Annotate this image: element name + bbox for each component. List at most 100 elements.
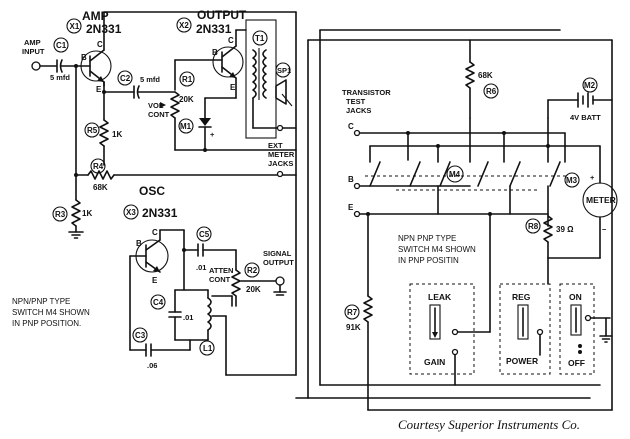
output-stage: X2 OUTPUT 2N331 C2 5 mfd R1 20K VOL CONT… xyxy=(102,8,297,376)
r6-value: 68K xyxy=(478,71,493,80)
junction xyxy=(182,248,186,252)
output-label: OUTPUT xyxy=(197,8,247,22)
jack-b-label: B xyxy=(348,175,354,184)
m2-ref-circle xyxy=(582,77,598,93)
jack-e[interactable] xyxy=(353,210,361,218)
jack-b[interactable] xyxy=(353,182,361,190)
c5-value: .01 xyxy=(196,263,206,272)
c3-value: .06 xyxy=(147,361,157,370)
r1-value: 20K xyxy=(179,95,194,104)
amp-input-label-2: INPUT xyxy=(22,47,45,56)
osc-stage: OSC X3 2N331 B C E C3 .06 C5 .01 xyxy=(123,184,297,376)
sp1-ref: SP1 xyxy=(277,66,291,75)
junction xyxy=(502,131,506,135)
r1-ref: R1 xyxy=(182,75,193,84)
on-off-toggle[interactable] xyxy=(570,304,582,336)
ext-meter-jack-2[interactable] xyxy=(276,170,284,178)
reg-label: REG xyxy=(512,292,531,302)
x3-ref-circle xyxy=(123,204,139,220)
junction xyxy=(546,144,550,148)
test-jacks-label-2: TEST xyxy=(346,97,366,106)
r3-value: 1K xyxy=(82,209,92,218)
reg-power-toggle[interactable] xyxy=(517,304,529,340)
note-inner-line-1: NPN PNP TYPE xyxy=(398,234,456,243)
r5-ref-circle xyxy=(84,122,100,138)
leak-gain-switch-box xyxy=(409,283,475,375)
r2-pot[interactable] xyxy=(231,269,241,297)
on-off-switch-box xyxy=(559,283,595,375)
c4-ref: C4 xyxy=(153,298,164,307)
x3-pin-e: E xyxy=(152,276,158,285)
jack-e-label: E xyxy=(348,203,354,212)
junction xyxy=(436,144,440,148)
c1-value: 5 mfd xyxy=(50,73,70,82)
vol-cont-label-2: CONT xyxy=(148,110,170,119)
r8-ref: R8 xyxy=(528,222,539,231)
jack-c[interactable] xyxy=(353,129,361,137)
r2-ref-circle xyxy=(244,262,260,278)
ext-meter-label-3: JACKS xyxy=(268,159,293,168)
note-left-line-1: NPN/PNP TYPE xyxy=(12,297,70,306)
on-off-contact xyxy=(584,314,592,322)
x3-emitter-arrow xyxy=(153,266,160,272)
r1-wiper-arrow xyxy=(160,102,166,108)
junction xyxy=(74,64,78,68)
x2-ref-circle xyxy=(176,17,192,33)
m1-ref-circle xyxy=(178,118,194,134)
x2-collector-lead xyxy=(221,45,237,58)
leak-label: LEAK xyxy=(428,292,452,302)
r1-ref-circle xyxy=(179,71,195,87)
x3-pin-b: B xyxy=(136,239,142,248)
switch-blade xyxy=(439,161,451,187)
x3-pin-c: C xyxy=(152,228,158,237)
junction xyxy=(406,131,410,135)
r2-ref: R2 xyxy=(247,266,258,275)
vol-cont-label-1: VOL xyxy=(148,101,164,110)
x2-part: 2N331 xyxy=(196,22,232,36)
reg-power-switch-box xyxy=(499,283,551,375)
meter-label: METER xyxy=(586,195,616,205)
off-label: OFF xyxy=(568,358,585,368)
r6-ref-circle xyxy=(483,83,499,99)
c2-value: 5 mfd xyxy=(140,75,160,84)
ext-meter-label-1: EXT xyxy=(268,141,283,150)
junction xyxy=(74,173,78,177)
m4-ref-circle xyxy=(446,165,464,183)
on-off-contact xyxy=(578,350,582,354)
x2-pin-b: B xyxy=(212,48,218,57)
osc-label: OSC xyxy=(139,184,165,198)
c3-ref: C3 xyxy=(135,331,146,340)
r6-ref: R6 xyxy=(486,87,497,96)
r7-ref-circle xyxy=(344,304,360,320)
junction xyxy=(366,212,370,216)
m4-ref: M4 xyxy=(449,170,461,179)
amp-input-jack[interactable] xyxy=(31,61,41,71)
t1-ref: T1 xyxy=(255,34,265,43)
leak-gain-toggle[interactable] xyxy=(429,304,441,340)
ext-meter-jack-1[interactable] xyxy=(276,124,284,132)
x2-transistor-body xyxy=(212,46,244,78)
signal-output-jack[interactable] xyxy=(275,276,285,286)
c5-ref-circle xyxy=(196,226,212,242)
c2-ref: C2 xyxy=(120,74,131,83)
c5-ref: C5 xyxy=(199,230,210,239)
x3-collector-lead xyxy=(145,239,161,251)
m1-ref: M1 xyxy=(180,122,192,131)
test-section: 68K R6 M2 4V BATT TRANSISTOR TEST JACKS … xyxy=(295,29,618,411)
meter-plus: + xyxy=(590,173,595,182)
r8-value: 39 Ω xyxy=(556,225,574,234)
switch-blade xyxy=(549,161,561,187)
r1-pot[interactable] xyxy=(170,91,180,119)
r2-value: 20K xyxy=(246,285,261,294)
c4-ref-circle xyxy=(150,294,166,310)
toggle-arrow xyxy=(432,332,438,338)
x2-emitter-arrow xyxy=(229,72,236,78)
x1-pin-b: B xyxy=(81,53,87,62)
r4-value: 68K xyxy=(93,183,108,192)
switch-blade xyxy=(369,161,381,187)
l1-coil xyxy=(207,297,212,331)
test-jacks-label-1: TRANSISTOR xyxy=(342,88,391,97)
speaker-icon xyxy=(275,79,287,105)
atten-cont-label-1: ATTEN xyxy=(209,266,233,275)
